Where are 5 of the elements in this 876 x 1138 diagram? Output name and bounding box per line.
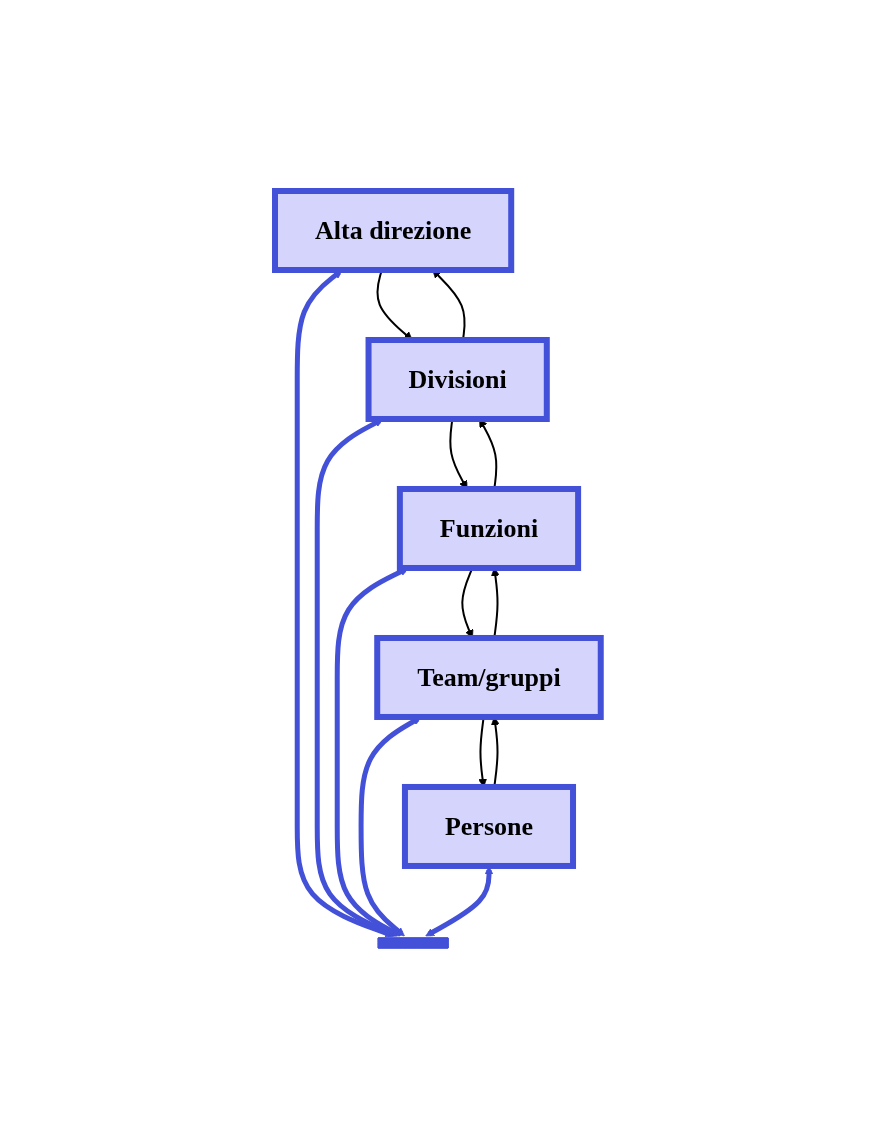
node-box: Alta direzione — [272, 187, 515, 273]
node-box: Funzioni — [397, 485, 582, 571]
node-box: Team/gruppi — [374, 634, 604, 720]
node-box: Divisioni — [365, 336, 550, 422]
node-box: Persone — [402, 783, 577, 869]
